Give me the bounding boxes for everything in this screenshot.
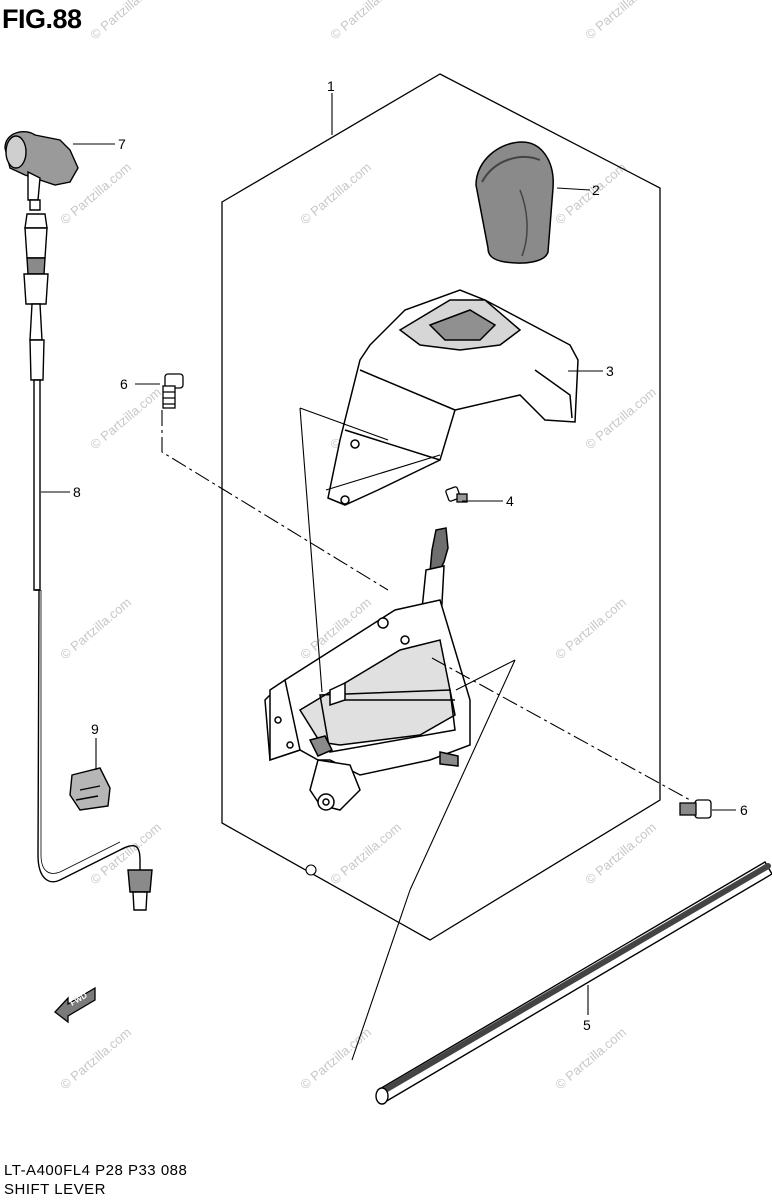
leader-lines	[41, 93, 736, 1015]
watermark-text: © Partzilla.com	[582, 384, 659, 452]
cover-part	[327, 289, 579, 506]
watermark-text: © Partzilla.com	[87, 384, 164, 452]
watermark-text: © Partzilla.com	[327, 819, 404, 887]
watermark-text: © Partzilla.com	[297, 1024, 374, 1092]
bolt-part-6-lower	[679, 799, 712, 819]
callout-8: 8	[73, 484, 81, 500]
watermark-text: © Partzilla.com	[582, 0, 659, 42]
clip-part-9	[69, 767, 111, 811]
cable-part-8	[23, 213, 153, 911]
watermark-text: © Partzilla.com	[297, 159, 374, 227]
watermark-text: © Partzilla.com	[552, 594, 629, 662]
watermark-text: © Partzilla.com	[552, 1024, 629, 1092]
figure-title: FIG.88	[2, 4, 82, 34]
assembly-boundary	[221, 73, 661, 941]
fwd-arrow-icon: FWD	[54, 986, 96, 1024]
rod-part-5	[375, 861, 772, 1105]
callout-9: 9	[91, 721, 99, 737]
callout-6a: 6	[120, 376, 128, 392]
watermark-text: © Partzilla.com	[87, 0, 164, 42]
watermark-layer: © Partzilla.com © Partzilla.com © Partzill…	[57, 0, 659, 1092]
watermark-text: © Partzilla.com	[57, 1024, 134, 1092]
watermark-text: © Partzilla.com	[87, 819, 164, 887]
callout-2: 2	[592, 182, 600, 198]
shift-lever-assembly	[264, 527, 471, 811]
watermark-text: © Partzilla.com	[582, 819, 659, 887]
model-code: LT-A400FL4 P28 P33 088	[4, 1162, 188, 1179]
cable-connector-part-7	[4, 131, 79, 211]
bolt-part-4	[445, 486, 468, 503]
knob-part	[475, 141, 554, 264]
callout-6b: 6	[740, 802, 748, 818]
watermark-text: © Partzilla.com	[552, 159, 629, 227]
callout-1: 1	[327, 78, 335, 94]
callout-5: 5	[583, 1017, 591, 1033]
diagram-caption: SHIFT LEVER	[4, 1181, 106, 1198]
callout-7: 7	[118, 136, 126, 152]
watermark-text: © Partzilla.com	[327, 0, 404, 42]
callouts: 1 2 3 4 5 6 6 7 8 9	[73, 78, 748, 1033]
bolt-part-6-upper	[162, 373, 184, 409]
watermark-text: © Partzilla.com	[57, 594, 134, 662]
guide-lines	[161, 407, 691, 1061]
callout-4: 4	[506, 493, 514, 509]
callout-3: 3	[606, 363, 614, 379]
